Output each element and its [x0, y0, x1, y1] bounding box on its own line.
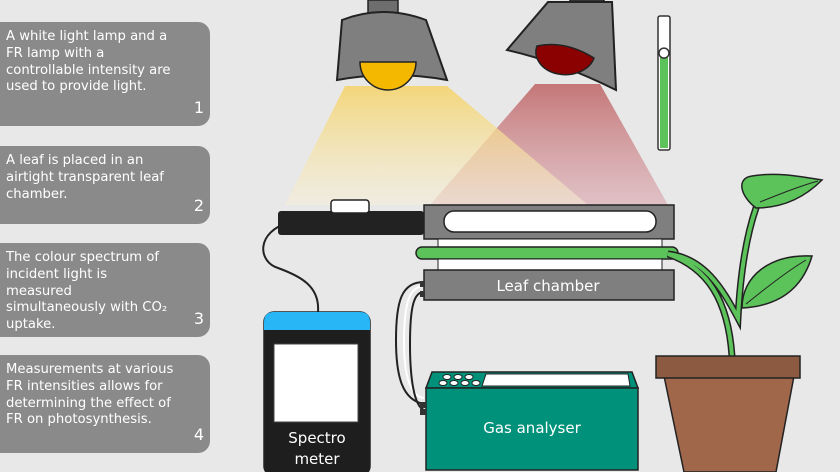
spectrometer-screen: [273, 343, 359, 423]
slider-fill: [660, 53, 668, 148]
step-2-text: A leaf is placed in an airtight transpar…: [6, 153, 164, 202]
step-3-text: The colour spectrum of incident light is…: [6, 250, 168, 333]
spectrometer-label-line1: Spectro: [288, 429, 345, 447]
step-2-number: 2: [193, 196, 204, 215]
gas-tubes: [394, 281, 425, 411]
fr-lamp: [505, 0, 618, 92]
spectrometer-top: [264, 312, 370, 330]
step-3-box: The colour spectrum of incident light is…: [0, 243, 210, 337]
gas-analyser-keypad: [438, 374, 481, 386]
leaf-chamber-bottom: [423, 269, 675, 301]
slider-knob: [658, 47, 670, 59]
step-1-box: A white light lamp and a FR lamp with a …: [0, 22, 210, 126]
step-4-number: 4: [193, 425, 204, 444]
white-light-beam: [285, 86, 588, 205]
step-1-number: 1: [193, 98, 204, 117]
gas-analyser: Gas analyser: [420, 371, 640, 471]
plant: [666, 173, 824, 360]
step-4-text: Measurements at various FR intensities a…: [6, 362, 174, 428]
spectrometer-label-line2: meter: [294, 450, 340, 468]
leaf-chamber: Leaf chamber: [415, 204, 679, 301]
spectrometer-sensor: [278, 199, 424, 235]
gas-analyser-display: [481, 373, 631, 387]
plant-leaf-right: [741, 255, 813, 309]
flower-pot: [655, 355, 801, 472]
fr-light-bulb: [535, 43, 595, 76]
leaf-chamber-window: [443, 210, 657, 233]
step-4-box: Measurements at various FR intensities a…: [0, 355, 210, 453]
leaf-in-chamber: [415, 246, 679, 260]
white-light-lamp: [335, 0, 449, 91]
step-3-number: 3: [193, 309, 204, 328]
step-2-box: A leaf is placed in an airtight transpar…: [0, 146, 210, 224]
gas-analyser-label: Gas analyser: [483, 419, 581, 437]
fr-intensity-slider[interactable]: [657, 15, 671, 151]
white-light-bulb: [359, 61, 417, 91]
spectrometer-cable: [262, 221, 320, 313]
spectrometer: Spectro meter: [263, 311, 371, 472]
plant-leaf-top: [741, 173, 824, 209]
step-1-text: A white light lamp and a FR lamp with a …: [6, 29, 171, 95]
leaf-chamber-label: Leaf chamber: [496, 277, 600, 295]
